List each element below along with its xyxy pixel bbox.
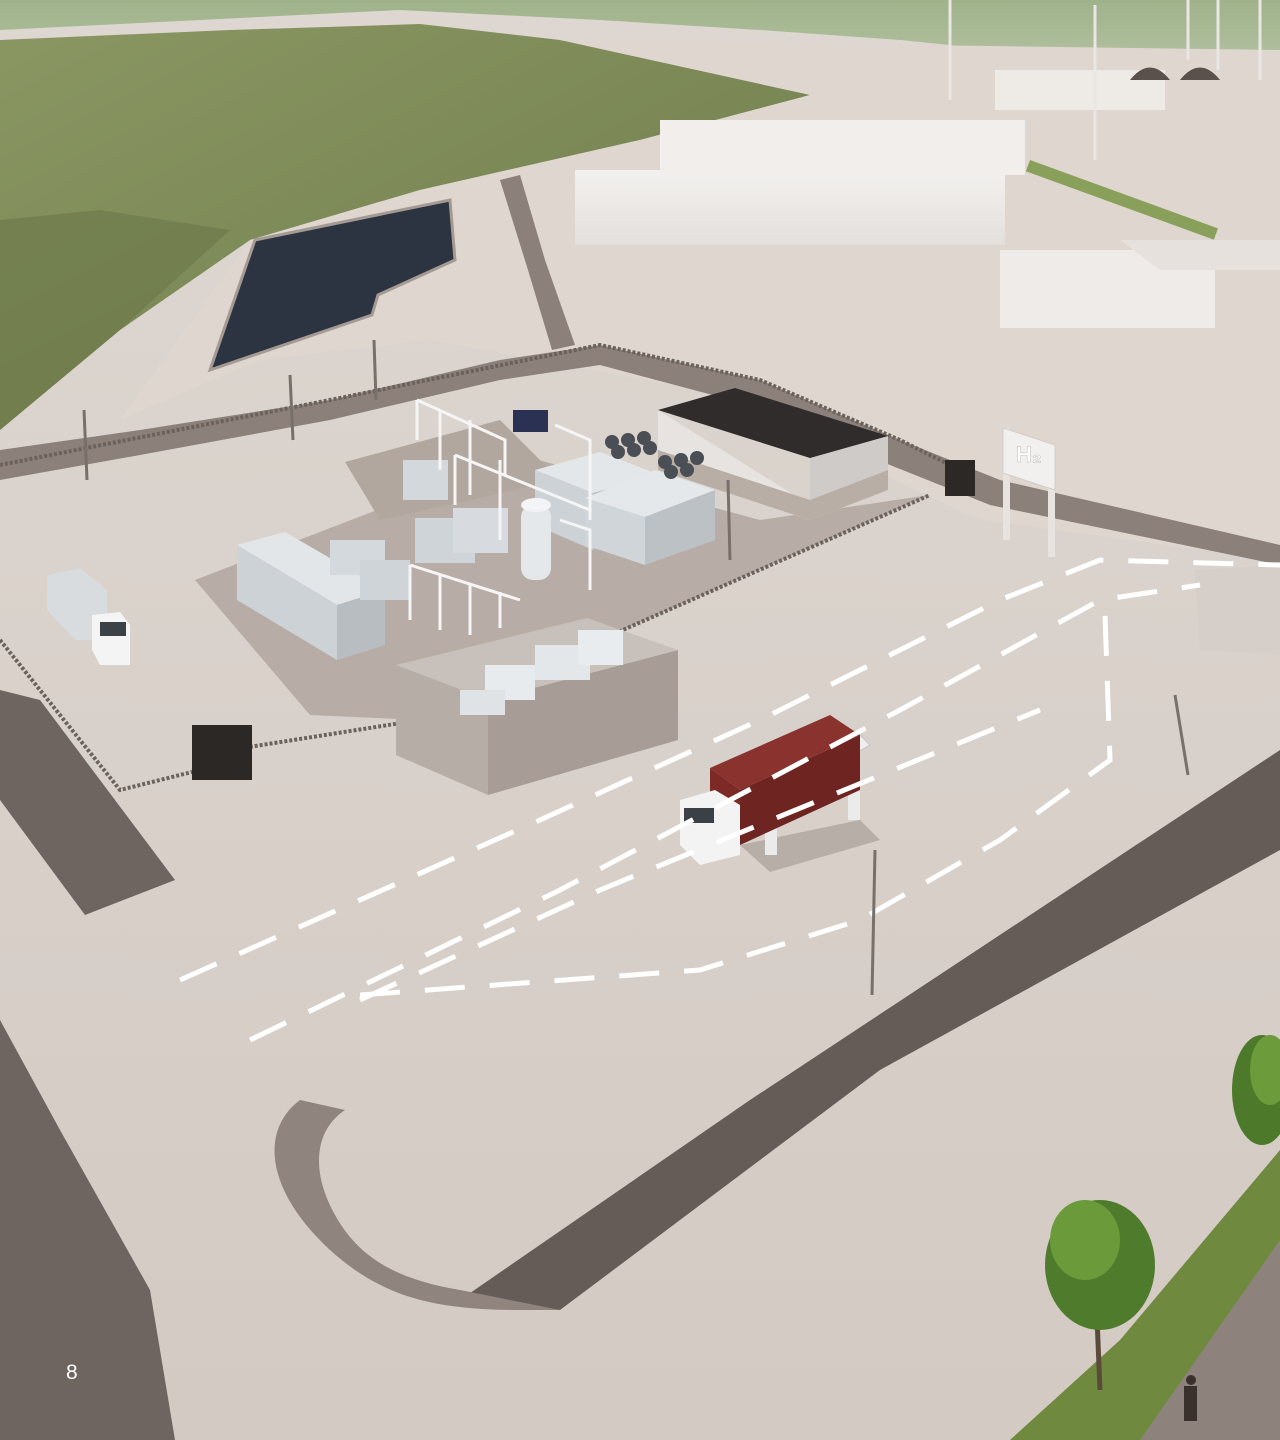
- compound-pad: [195, 455, 930, 720]
- container-large-left-side: [337, 590, 385, 660]
- entrance-gate: [192, 725, 252, 780]
- red-container-side: [740, 735, 860, 845]
- hill-slope-shade: [0, 210, 230, 430]
- distant-hills: [0, 0, 1280, 120]
- container-right-top: [585, 470, 715, 517]
- page-number: 8: [66, 1361, 78, 1384]
- storage-tank-top: [521, 498, 551, 512]
- service-road-curve: [500, 175, 575, 350]
- grass-hill: [0, 24, 810, 430]
- storage-tank: [521, 505, 551, 580]
- light-masts: [948, 0, 1262, 160]
- footpath: [1140, 1240, 1280, 1440]
- white-building-upper: [660, 120, 1025, 175]
- electrolyser-unit-3: [578, 630, 623, 665]
- lane-markings: [178, 557, 1280, 1043]
- large-white-building: [575, 170, 1005, 245]
- warehouse-roof: [658, 388, 888, 458]
- pedestrian: [1184, 1375, 1197, 1421]
- container-large-left-top: [237, 532, 385, 605]
- street-lamps: [82, 339, 1190, 996]
- left-road-lower: [0, 1020, 175, 1440]
- north-gate: [945, 460, 975, 496]
- left-truck-cab: [92, 612, 130, 665]
- warehouse-base: [658, 450, 888, 520]
- water-pond: [210, 200, 455, 370]
- right-edge-building: [1195, 565, 1280, 655]
- red-container-top: [710, 715, 860, 790]
- pipe-racks: [408, 398, 592, 635]
- container-large-left-front: [237, 545, 337, 660]
- trees: [1045, 1035, 1280, 1391]
- left-road: [0, 690, 175, 915]
- blue-vehicle: [513, 410, 548, 432]
- bridge-deck: [1120, 240, 1280, 270]
- left-truck-windshield: [100, 622, 126, 636]
- hydrogen-sign-post-left: [1003, 428, 1010, 540]
- container-small-2: [360, 560, 410, 600]
- grass-strip-right: [1025, 160, 1218, 240]
- container-right-side: [645, 490, 715, 565]
- hydrogen-sign-post-right: [1048, 445, 1055, 557]
- refuel-station-base: [740, 820, 880, 872]
- hydrogen-sign-panel: [1002, 427, 1056, 491]
- road-loop: [274, 1100, 560, 1310]
- tunnel-portals: [1130, 67, 1220, 80]
- electrolyser-side: [488, 650, 678, 795]
- electrolyser-unit-4: [460, 690, 505, 715]
- container-right-front: [585, 498, 645, 565]
- pond-edge: [207, 198, 457, 373]
- hydrogen-sign-text: H₂: [1016, 442, 1042, 467]
- main-diagonal-road: [460, 750, 1280, 1310]
- cooling-fans: [605, 431, 704, 479]
